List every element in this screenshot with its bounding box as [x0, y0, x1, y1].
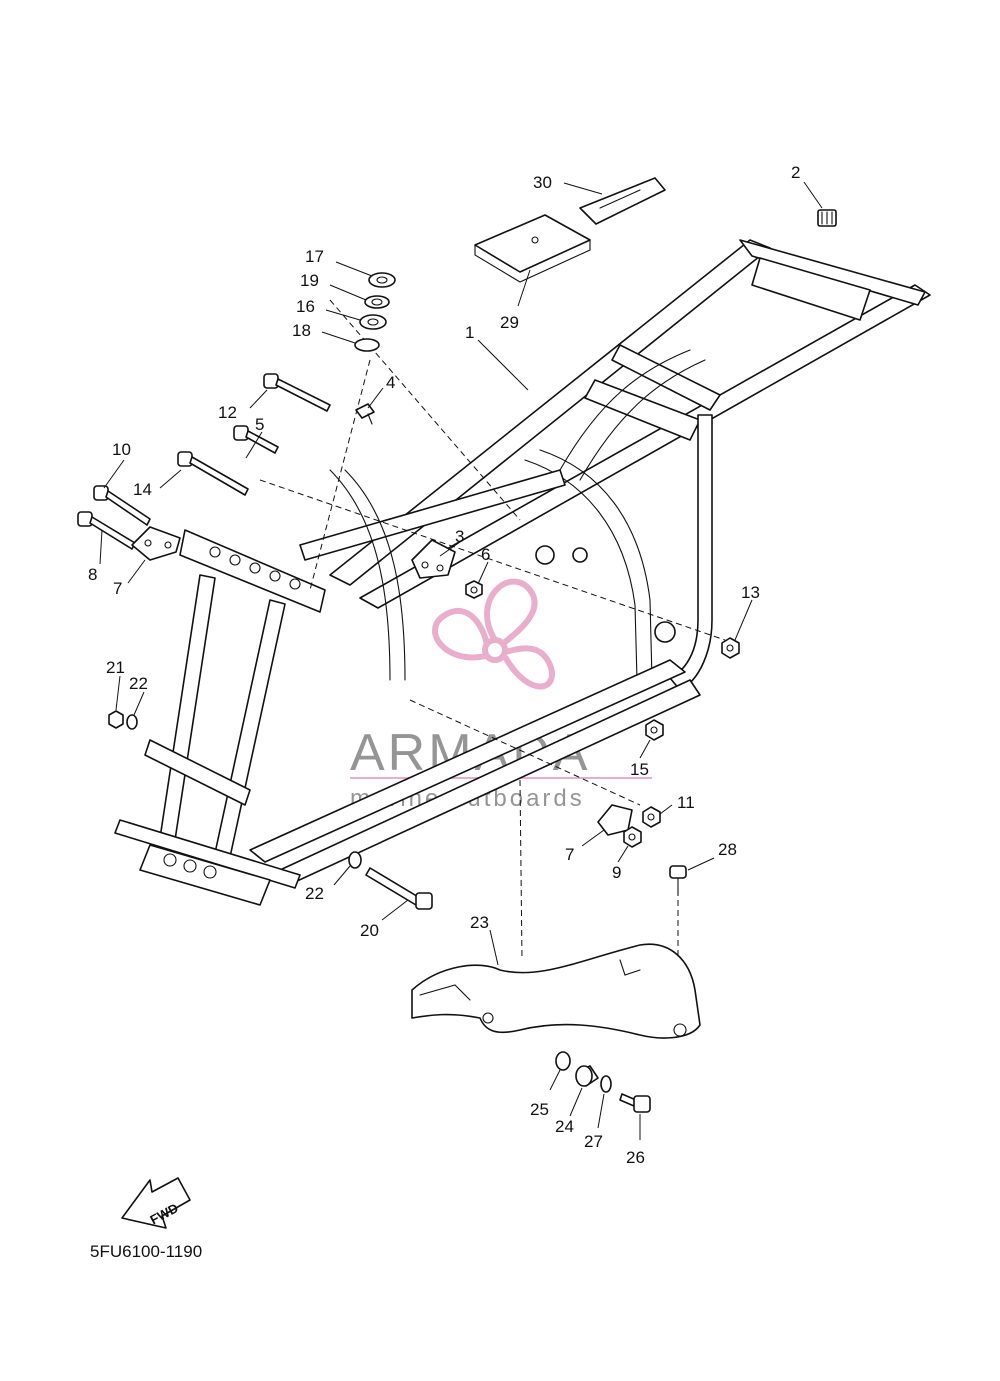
callout-11: 11 [677, 793, 695, 812]
part-11-nut [642, 806, 661, 828]
part-13-nut [721, 637, 740, 659]
part-4-bolt [355, 403, 375, 425]
part-23-skid-plate [411, 943, 701, 1039]
callout-23: 23 [470, 913, 489, 932]
callout-29: 29 [500, 313, 519, 332]
main-frame [114, 239, 931, 906]
part-22-washer-left [126, 714, 138, 730]
part-6-nut [465, 580, 483, 599]
part-28-bolt [669, 865, 687, 896]
callout-21: 21 [106, 658, 125, 677]
part-14-bolt [177, 451, 249, 496]
callout-19: 19 [300, 271, 319, 290]
callout-1: 1 [465, 323, 474, 342]
callout-9: 9 [612, 863, 621, 882]
part-10-bolt [93, 485, 151, 526]
leader-lines [99, 181, 823, 1140]
part-2-grommet [817, 209, 837, 227]
part-21-nut [108, 710, 124, 729]
part-16-bushing [359, 314, 387, 330]
part-3-plate [411, 539, 456, 579]
part-12-bolt [263, 373, 331, 412]
callout-7-left: 7 [113, 579, 122, 598]
part-29-plate [474, 214, 591, 283]
watermark-logo [432, 578, 555, 690]
part-24-damper [575, 1065, 599, 1087]
callout-28: 28 [718, 840, 737, 859]
callout-8: 8 [88, 565, 97, 584]
callout-12: 12 [218, 403, 237, 422]
callout-20: 20 [360, 921, 379, 940]
part-30-bracket [579, 177, 666, 225]
callout-30: 30 [533, 173, 552, 192]
callout-22-lower: 22 [305, 884, 324, 903]
part-7-plate-left [131, 526, 181, 561]
part-17-collar [368, 272, 396, 288]
callout-5: 5 [255, 415, 264, 434]
part-9-nut [623, 826, 642, 848]
callout-14: 14 [133, 480, 152, 499]
front-plate-holes [209, 546, 301, 590]
part-19-bushing [364, 295, 390, 309]
part-27-washer [600, 1075, 612, 1093]
callout-27: 27 [584, 1132, 603, 1151]
callout-6: 6 [481, 545, 490, 564]
part-25-collar [555, 1051, 571, 1071]
callout-26: 26 [626, 1148, 645, 1167]
callout-25: 25 [530, 1100, 549, 1119]
callout-16: 16 [296, 297, 315, 316]
part-20-bolt [365, 867, 433, 910]
part-22-washer-lower [348, 851, 362, 869]
part-7-plate-right [597, 804, 633, 836]
part-15-nut [645, 719, 664, 741]
part-26-bolt [619, 1093, 651, 1113]
callout-15: 15 [630, 760, 649, 779]
callout-3: 3 [455, 527, 464, 546]
callout-22-left: 22 [129, 674, 148, 693]
part-5-bolt [233, 425, 279, 454]
diagram-code: 5FU6100-1190 [90, 1242, 202, 1261]
callout-13: 13 [741, 583, 760, 602]
callout-18: 18 [292, 321, 311, 340]
callout-17: 17 [305, 247, 324, 266]
callout-2: 2 [791, 163, 800, 182]
callout-4: 4 [386, 373, 395, 392]
callout-24: 24 [555, 1117, 574, 1136]
fwd-arrow-icon: FWD [121, 1177, 191, 1229]
part-8-bolt [77, 511, 136, 550]
part-18-collar [354, 338, 380, 352]
callout-10: 10 [112, 440, 131, 459]
callout-7-right: 7 [565, 845, 574, 864]
callout-labels: 30 2 29 1 17 19 16 18 4 12 5 14 10 8 7 3… [88, 163, 800, 1167]
